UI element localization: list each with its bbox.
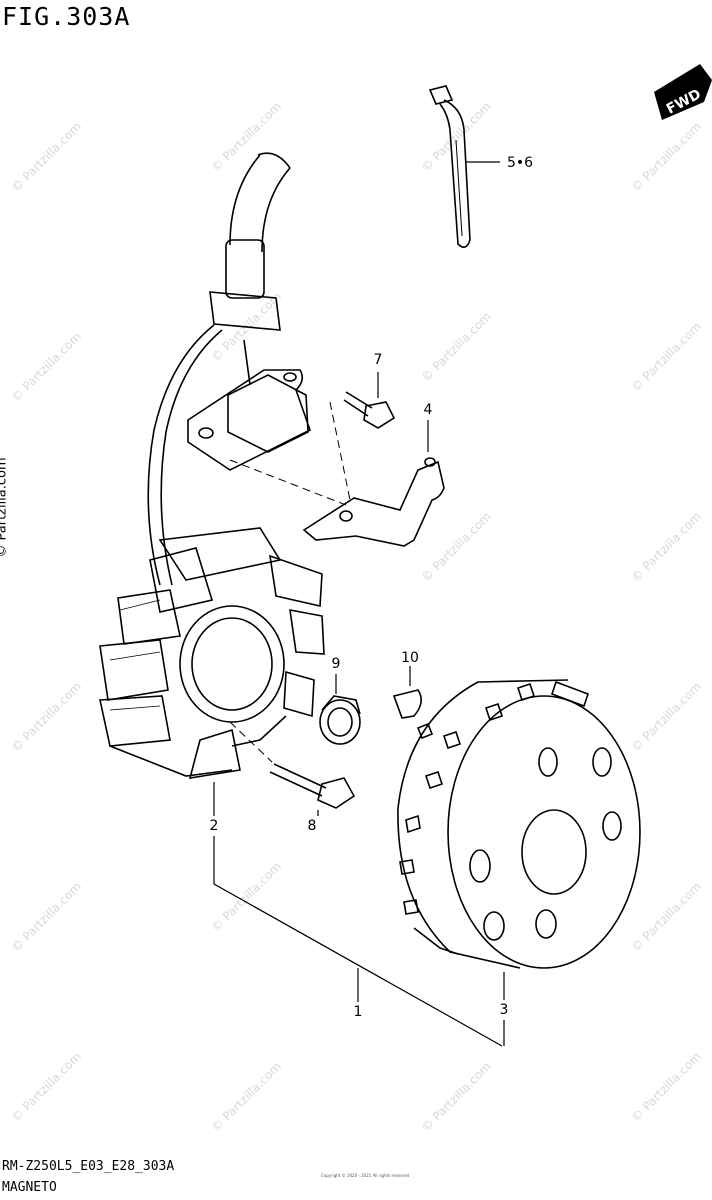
figure-name: MAGNETO	[2, 1180, 57, 1195]
bolt-8-drawing	[269, 763, 356, 809]
callout-7: 7	[374, 352, 383, 368]
figure-code: RM-Z250L5_E03_E28_303A	[2, 1159, 175, 1174]
callout-9: 9	[332, 656, 341, 672]
grommet-9-drawing	[319, 695, 361, 745]
copyright-fine-print: Copyright © 2020 - 2021 All rights reser…	[320, 1173, 410, 1178]
callout-1: 1	[354, 1004, 363, 1020]
callout-10: 10	[401, 650, 419, 666]
connector-block-drawing	[187, 369, 311, 471]
forward-arrow-icon: FWD	[654, 64, 712, 120]
callout-8: 8	[308, 818, 317, 834]
bolt-7-drawing	[343, 391, 396, 429]
stator-drawing	[99, 527, 325, 779]
rotor-drawing	[397, 679, 641, 969]
callout-2: 2	[210, 818, 219, 834]
wire-harness-drawing	[147, 152, 291, 586]
assembly-leader-lines	[213, 836, 505, 1047]
cable-tie-drawing	[428, 85, 471, 248]
callout-4: 4	[424, 402, 433, 418]
callout-5-6: 5•6	[507, 155, 533, 171]
bracket-4-drawing	[302, 457, 445, 547]
figure-title: FIG.303A	[2, 2, 131, 31]
callout-3: 3	[500, 1002, 509, 1018]
key-10-drawing	[392, 689, 422, 719]
